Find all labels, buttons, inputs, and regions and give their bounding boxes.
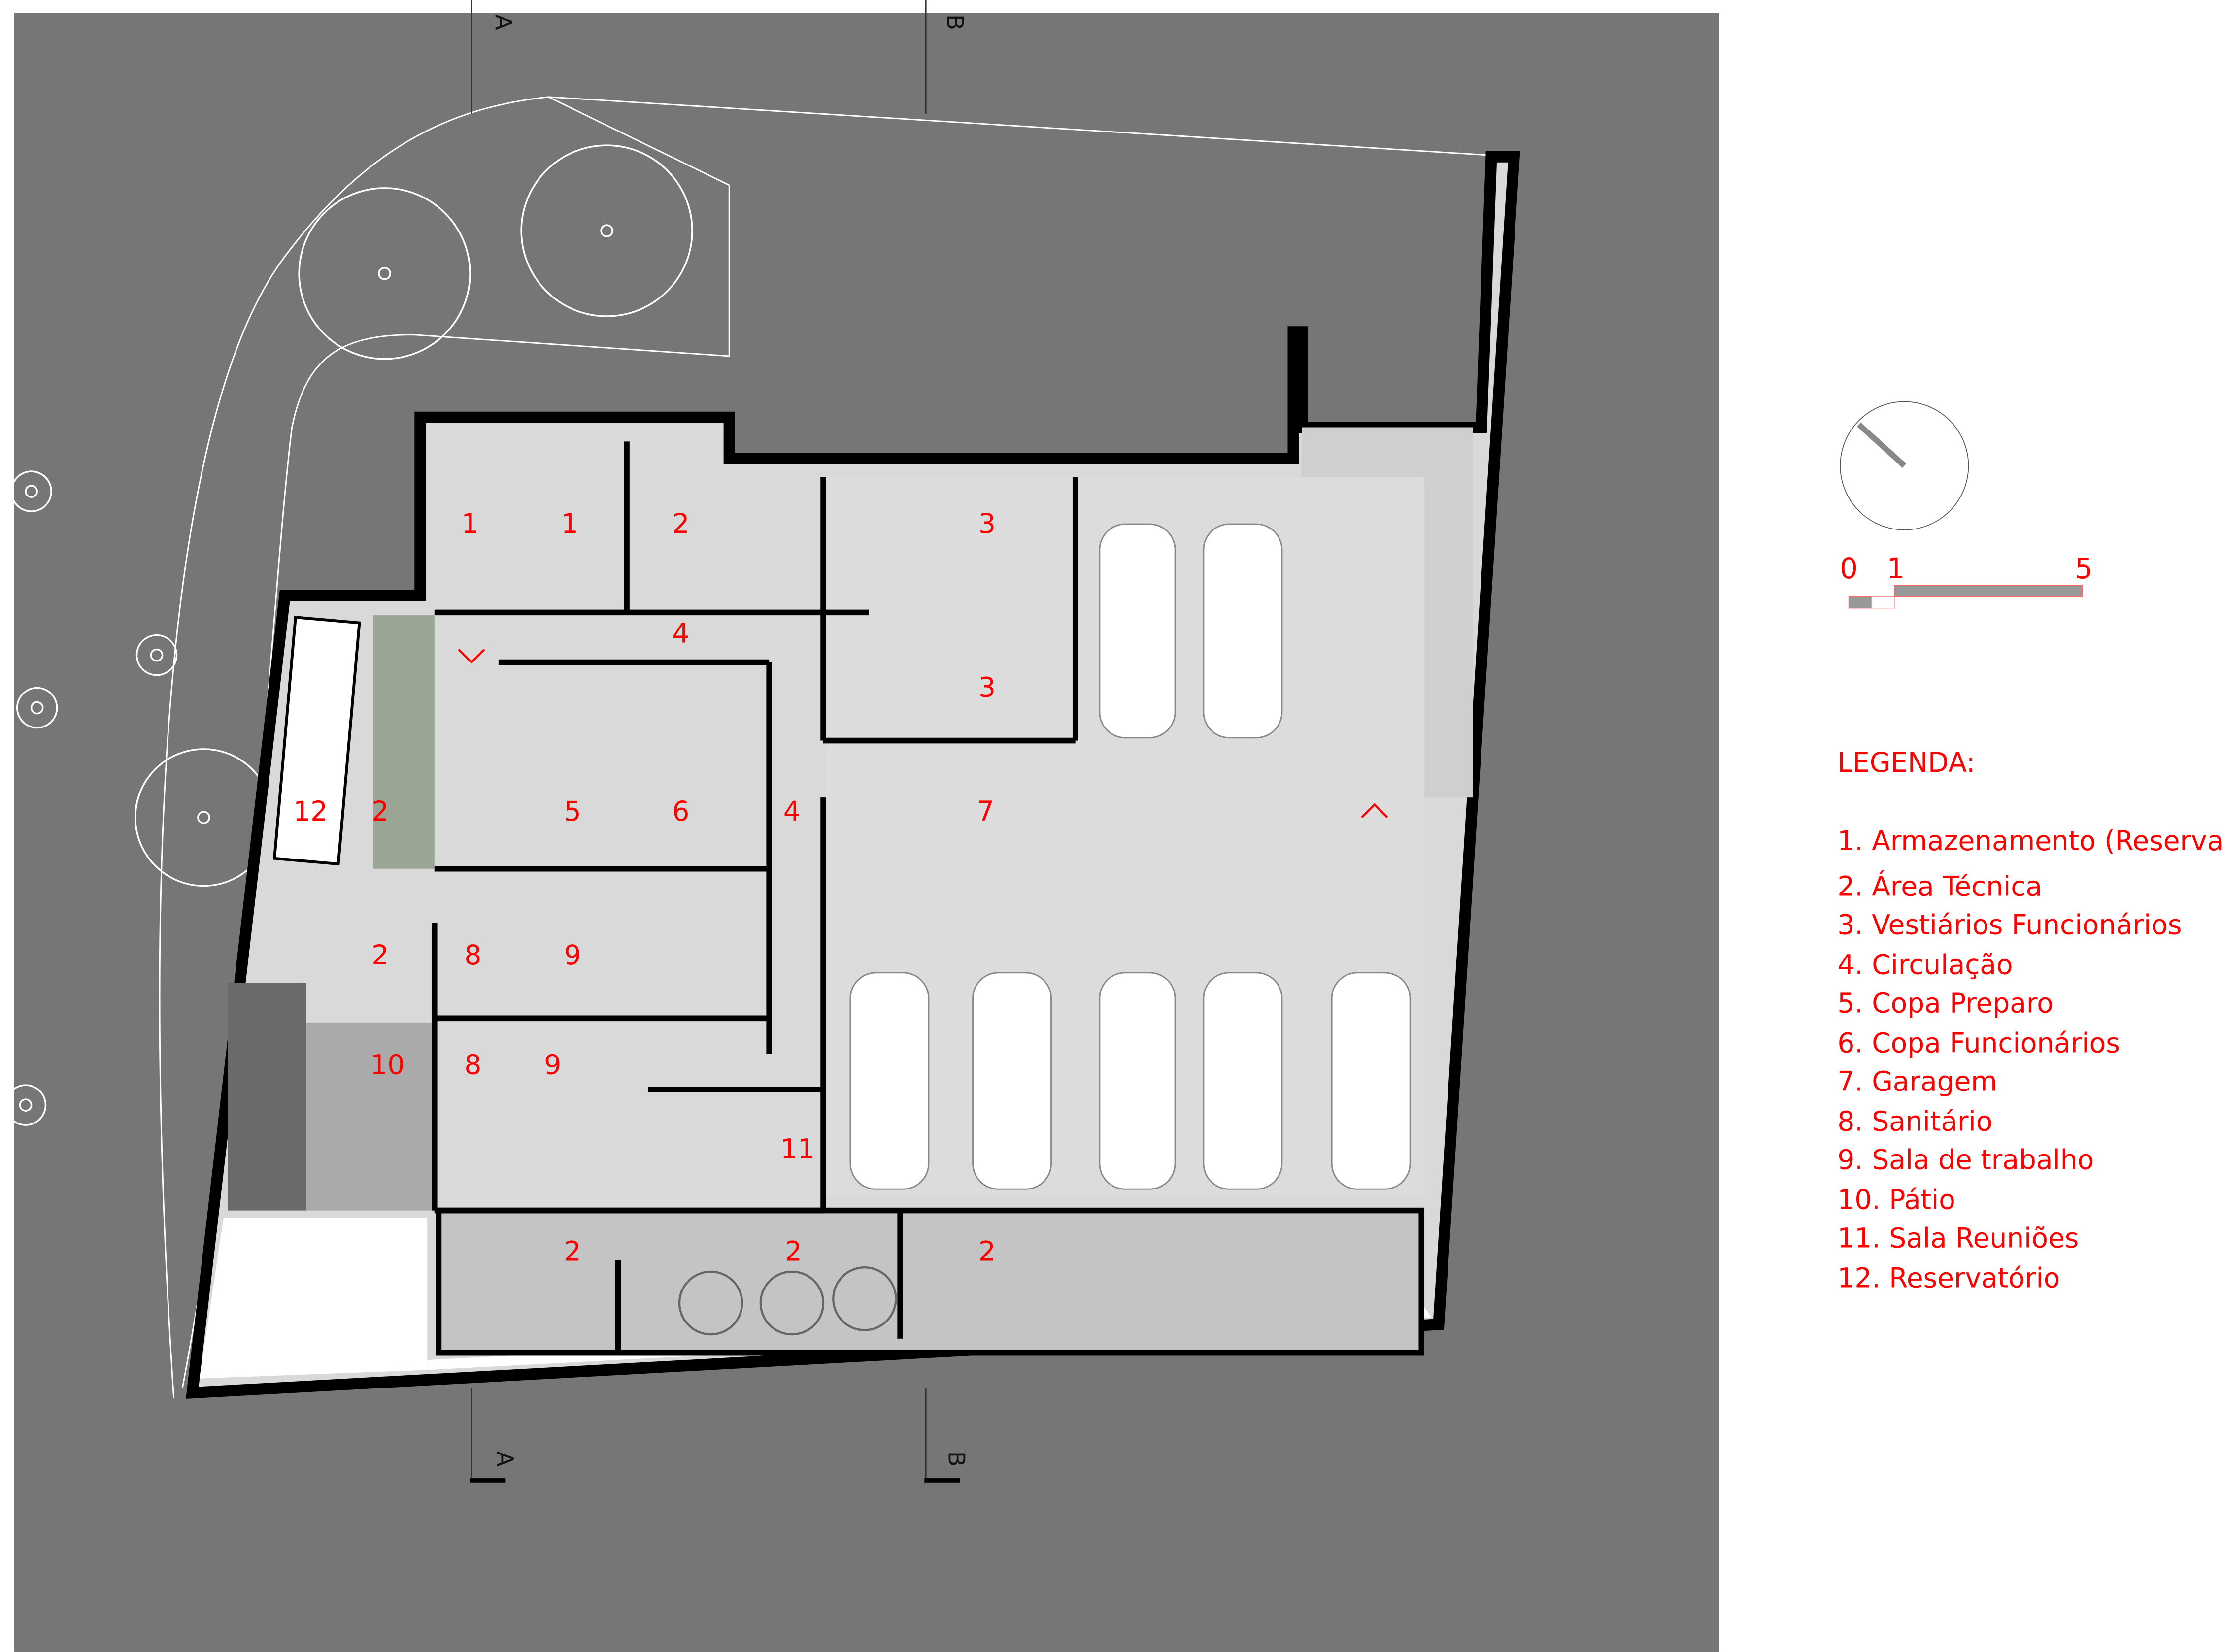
section-a-top: A — [490, 14, 517, 30]
room-label: 3 — [978, 672, 996, 703]
legend-item: 8. Sanitário — [1837, 1106, 1992, 1137]
car — [972, 972, 1052, 1190]
room-label: 10 — [370, 1049, 404, 1081]
scale-bar: 0 1 5 — [1840, 552, 2093, 609]
room-label: 9 — [564, 939, 581, 971]
legend-item: 4. Circulação — [1837, 949, 2013, 981]
interior-walls — [431, 441, 1078, 1353]
room-label: 9 — [544, 1049, 561, 1081]
section-markers: A B A B — [470, 0, 970, 1483]
room-label: 4 — [783, 795, 801, 827]
legend-title: LEGENDA: — [1837, 747, 1975, 778]
room-label: 4 — [672, 618, 689, 649]
room-label: 7 — [977, 795, 994, 827]
room-label: 2 — [564, 1235, 581, 1267]
room-label: 2 — [785, 1235, 802, 1267]
section-a-bottom: A — [492, 1451, 518, 1467]
parking-cars — [849, 523, 1411, 1190]
legend-item: 9. Sala de trabalho — [1837, 1144, 2094, 1176]
technical-strip — [436, 1207, 1425, 1356]
patio — [306, 1022, 435, 1211]
legend-item: 3. Vestiários Funcionários — [1837, 909, 2182, 941]
room-label: 2 — [371, 795, 389, 827]
scale-tick: 0 — [1840, 552, 1858, 585]
legend-item: 11. Sala Reuniões — [1837, 1222, 2079, 1254]
room-label: 2 — [672, 508, 689, 539]
car — [1099, 523, 1176, 739]
room-label: 8 — [464, 939, 481, 971]
north-arrow-icon — [1840, 401, 1969, 530]
legend-item: 7. Garagem — [1837, 1066, 1997, 1097]
room-label: 2 — [371, 939, 389, 971]
room-label: 11 — [780, 1133, 815, 1164]
room-label: 8 — [464, 1049, 481, 1081]
legend-item: 10. Pátio — [1837, 1184, 1955, 1216]
stair-arrow-icon — [458, 648, 485, 664]
technical-left — [228, 983, 306, 1211]
section-b-bottom: B — [943, 1451, 970, 1467]
legend-item: 2. Área Técnica — [1837, 871, 2042, 902]
room-label: 6 — [672, 795, 689, 827]
exterior-strip — [199, 1218, 428, 1379]
car — [1331, 972, 1411, 1190]
scale-tick: 1 — [1887, 552, 1905, 585]
room-label: 5 — [564, 795, 581, 827]
legend-item: 5. Copa Preparo — [1837, 988, 2053, 1019]
ramp-arrow-icon — [1361, 803, 1388, 819]
scale-tick: 5 — [2075, 552, 2093, 585]
legend-item: 6. Copa Funcionários — [1837, 1027, 2120, 1059]
reservoir — [272, 616, 361, 866]
water-tanks — [678, 1266, 897, 1336]
car — [1203, 972, 1283, 1190]
legend-item: 1. Armazenamento (Reserva) — [1837, 825, 2222, 857]
room-labels: 1 1 2 3 4 3 12 2 5 6 4 7 2 8 9 10 8 9 11… — [293, 508, 996, 1267]
legend: LEGENDA: 1. Armazenamento (Reserva) 2. Á… — [1837, 747, 2222, 1294]
green-area — [373, 615, 435, 869]
room-label: 3 — [978, 508, 996, 539]
room-label: 12 — [293, 795, 328, 827]
legend-item: 12. Reservatório — [1837, 1262, 2060, 1294]
section-b-top: B — [942, 14, 969, 30]
car — [1203, 523, 1283, 739]
car — [1099, 972, 1176, 1190]
car — [849, 972, 930, 1190]
room-label: 2 — [978, 1235, 996, 1267]
room-label: 1 — [462, 508, 479, 539]
room-label: 1 — [561, 508, 578, 539]
